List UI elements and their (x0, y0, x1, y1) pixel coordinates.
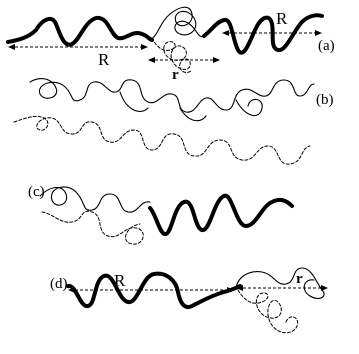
panel-d-r-label: r (296, 271, 303, 287)
panel-d-r-arrowhead-r (321, 285, 328, 291)
panel-b-label: (b) (316, 92, 334, 108)
panel-b-thin-chain (29, 78, 315, 113)
panel-d-dashed-coil (237, 289, 299, 334)
panel-a-r-arrowhead-r (213, 57, 220, 63)
panel-a: R r R (a) (6, 6, 335, 83)
panel-a-thick-chain-right (202, 13, 324, 55)
panel-a-thin-coil (149, 6, 205, 41)
panel-a-dashed-coil (151, 37, 193, 73)
panel-d-thick-chain (66, 271, 242, 309)
panel-a-r-label: r (172, 67, 179, 83)
panel-d-R-arrowhead-l (68, 287, 75, 293)
panel-a-thick-chain-left (6, 15, 154, 47)
panel-c-thin-chain (39, 186, 151, 213)
panel-b: (b) (13, 78, 334, 165)
panel-d: R r (d) (50, 267, 328, 334)
panel-a-label: (a) (318, 38, 335, 54)
panel-c-label: (c) (28, 184, 45, 200)
panel-b-dashed-chain (13, 115, 311, 165)
panel-c-thick-chain (148, 193, 294, 236)
panel-a-R-right-label: R (276, 9, 288, 28)
panel-c-dashed-chain (41, 210, 144, 245)
panel-d-R-arrowhead-r (227, 287, 234, 293)
panel-a-R-left-arrowhead-l (8, 44, 15, 50)
panel-b-thin-loops (119, 91, 263, 122)
panel-a-R-left-label: R (98, 50, 110, 69)
panel-d-label: (d) (50, 276, 68, 292)
panel-a-R-left-arrowhead-r (141, 44, 148, 50)
panel-a-R-right-arrowhead-r (315, 30, 322, 36)
panel-d-R-label: R (114, 271, 126, 290)
panel-a-R-right-arrowhead-l (222, 30, 229, 36)
panel-d-r-arrowhead-l (236, 285, 243, 291)
panel-a-r-arrowhead-l (148, 57, 155, 63)
panel-c: (c) (28, 184, 294, 245)
panel-d-thin-coil (235, 267, 325, 299)
